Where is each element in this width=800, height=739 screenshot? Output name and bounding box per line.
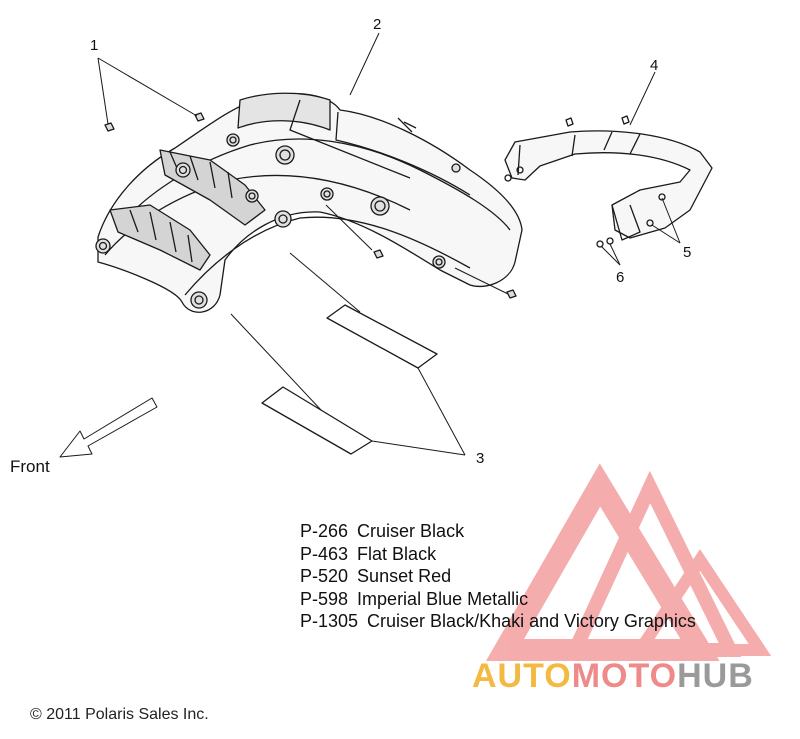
paint-name: Cruiser Black (357, 521, 465, 541)
paint-row: P-520 Sunset Red (300, 565, 696, 588)
callout-6: 6 (616, 269, 625, 286)
pad-strips (261, 304, 438, 455)
rear-bracket (504, 115, 713, 248)
paint-row: P-1305 Cruiser Black/Khaki and Victory Gr… (300, 610, 696, 633)
callout-5: 5 (683, 244, 692, 261)
paint-row: P-598 Imperial Blue Metallic (300, 588, 696, 611)
callout-3: 3 (476, 450, 485, 467)
paint-row: P-463 Flat Black (300, 543, 696, 566)
paint-row: P-266 Cruiser Black (300, 520, 696, 543)
watermark-part-a: AUTO (472, 657, 572, 695)
paint-code-list: P-266 Cruiser Black P-463 Flat Black P-520… (300, 520, 696, 633)
front-arrow-icon (59, 397, 158, 458)
front-label: Front (10, 457, 50, 476)
paint-code: P-1305 (300, 611, 359, 632)
paint-code: P-266 (300, 521, 349, 541)
paint-code: P-598 (300, 588, 349, 609)
rear-fender (95, 92, 523, 313)
callout-2: 2 (373, 16, 382, 33)
paint-code: P-520 (300, 566, 349, 587)
watermark-part-b: MOTO (571, 657, 678, 695)
watermark-text: AUTOMOTOHUB (472, 657, 754, 696)
paint-name: Imperial Blue Metallic (357, 588, 529, 609)
callout-4: 4 (650, 57, 659, 74)
watermark-part-c: HUB (677, 657, 754, 695)
paint-name: Sunset Red (357, 566, 452, 587)
paint-name: Flat Black (357, 543, 437, 564)
leader-lines (97, 32, 681, 456)
screw-parts-1 (104, 112, 517, 299)
paint-name: Cruiser Black/Khaki and Victory Graphics (367, 611, 696, 632)
copyright-notice: © 2011 Polaris Sales Inc. (30, 706, 209, 723)
callout-1: 1 (90, 37, 99, 54)
paint-code: P-463 (300, 543, 349, 564)
